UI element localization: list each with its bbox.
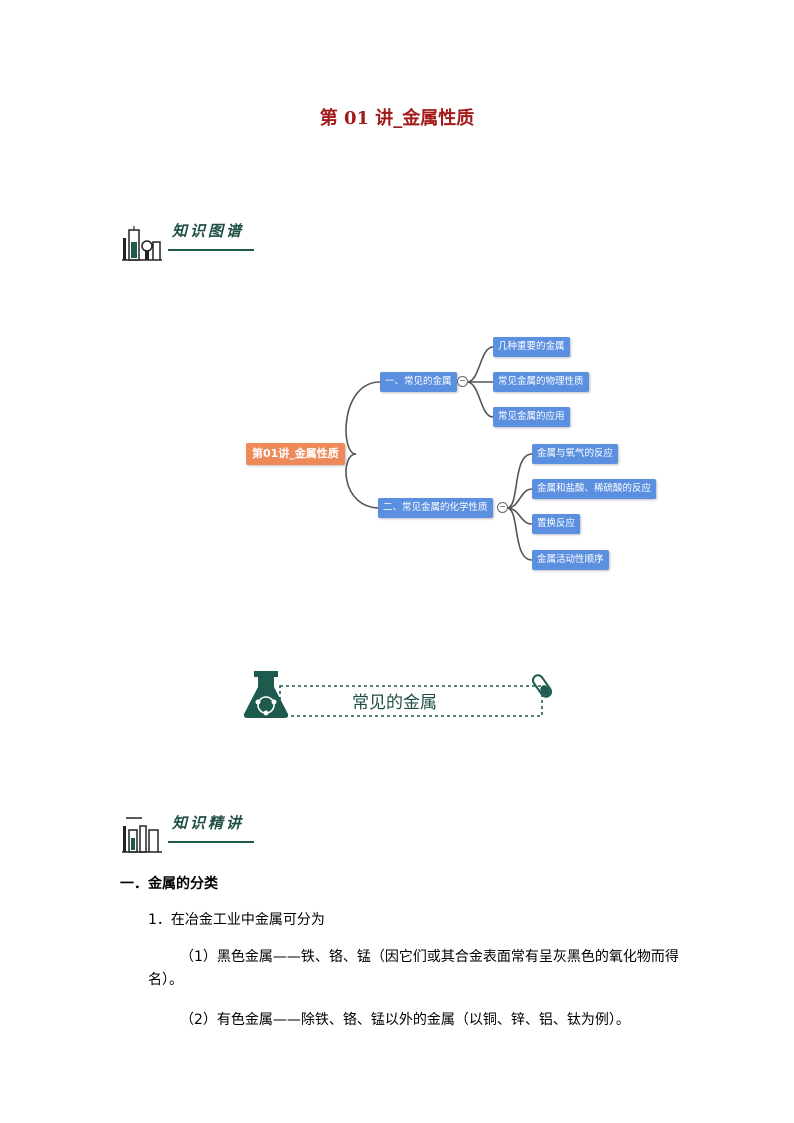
content-paragraph: （2）有色金属——除铁、铬、锰以外的金属（以铜、锌、铝、钛为例）。 (180, 1012, 630, 1028)
section-underline (168, 249, 254, 251)
lab-equipment-icon (122, 226, 162, 261)
banner-title: 常见的金属 (352, 693, 437, 713)
banner-frame (243, 671, 553, 718)
flask-icon (243, 671, 289, 718)
collapse-toggle-icon[interactable]: − (497, 502, 508, 513)
content-paragraph: （1）黑色金属——铁、铬、锰（因它们或其合金表面常有呈灰黑色的氧化物而得名）。 (148, 949, 679, 988)
section-underline (168, 841, 254, 843)
mindmap-root-node[interactable]: 第01讲_金属性质 (246, 443, 345, 465)
section-label: 知识图谱 (172, 222, 245, 240)
page-title: 第 01 讲_金属性质 (319, 108, 475, 129)
mindmap-leaf[interactable]: 金属和盐酸、稀硫酸的反应 (532, 479, 657, 499)
content-heading: 一．金属的分类 (120, 876, 218, 892)
mindmap-leaf[interactable]: 金属活动性顺序 (532, 550, 609, 570)
mind-map-connectors (345, 346, 533, 561)
mindmap-branch-chemical-properties[interactable]: 二、常见金属的化学性质 (378, 498, 493, 518)
mindmap-leaf[interactable]: 金属与氧气的反应 (532, 444, 619, 464)
section-header-knowledge-map: 知识图谱 (120, 216, 260, 262)
section-banner: 常见的金属 (240, 668, 558, 724)
test-tube-icon (531, 674, 553, 698)
content-item: 1．在冶金工业中金属可分为 (148, 912, 325, 928)
collapse-toggle-icon[interactable]: − (457, 376, 468, 387)
lab-equipment-icon (122, 817, 162, 853)
mindmap-leaf[interactable]: 常见金属的物理性质 (493, 372, 589, 392)
mind-map: 第01讲_金属性质 一、常见的金属 − 几种重要的金属 常见金属的物理性质 常见… (0, 320, 794, 590)
section-header-knowledge-lecture: 知识精讲 (120, 808, 260, 854)
section-label: 知识精讲 (172, 814, 245, 832)
mindmap-leaf[interactable]: 置换反应 (532, 514, 581, 534)
mindmap-branch-common-metals[interactable]: 一、常见的金属 (380, 372, 457, 392)
mindmap-leaf[interactable]: 几种重要的金属 (493, 337, 570, 357)
mindmap-leaf[interactable]: 常见金属的应用 (493, 407, 570, 427)
